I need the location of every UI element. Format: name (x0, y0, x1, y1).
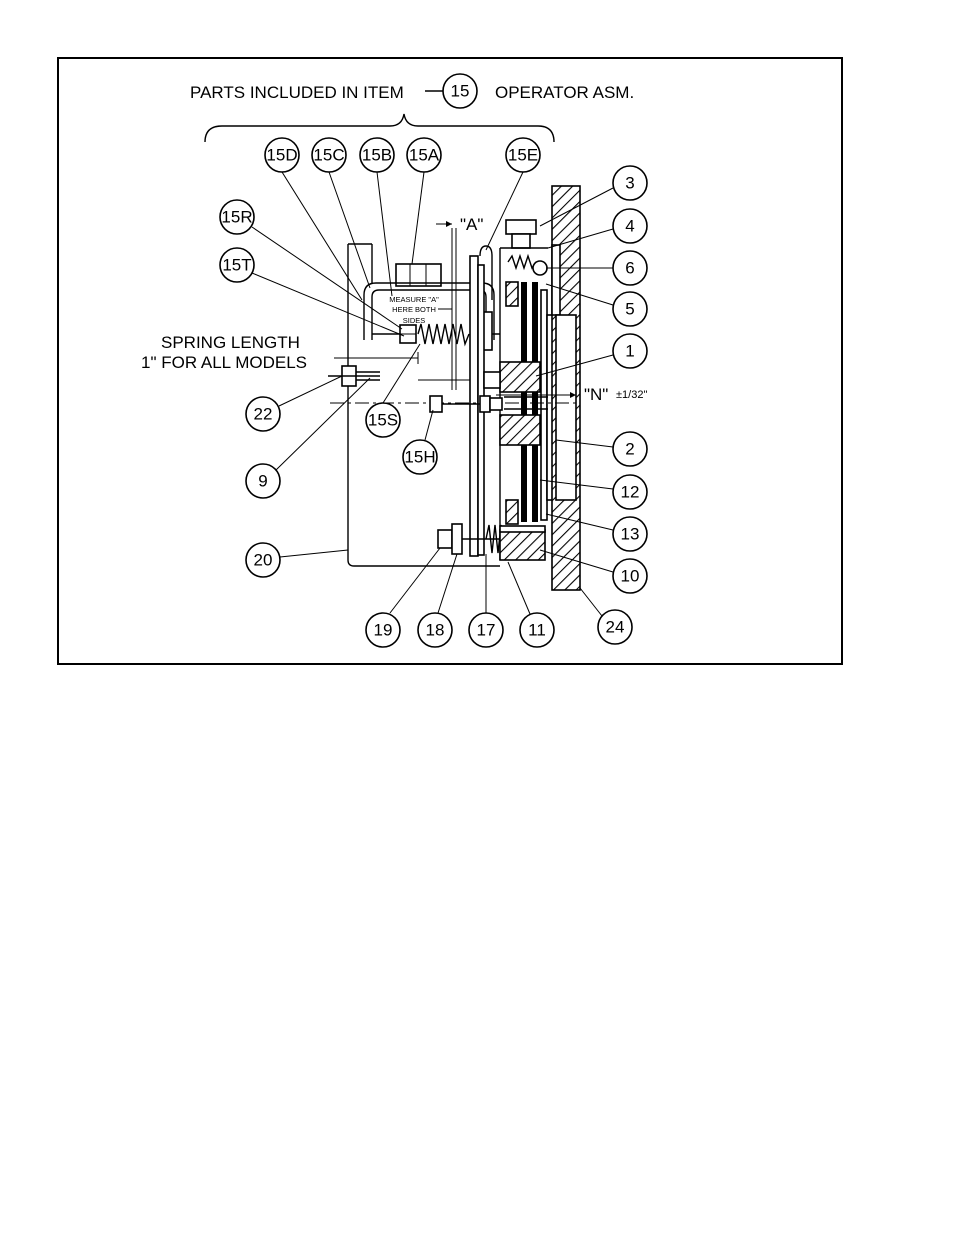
spring-note-line2: 1" FOR ALL MODELS (141, 353, 307, 372)
header-prefix: PARTS INCLUDED IN ITEM (190, 83, 404, 102)
callout-4: 4 (613, 209, 647, 243)
svg-text:15A: 15A (409, 146, 440, 165)
svg-text:24: 24 (606, 618, 625, 637)
callout-13: 13 (613, 517, 647, 551)
callout-15A: 15A (407, 138, 441, 172)
measure-note-line3: SIDES (403, 316, 426, 325)
svg-text:15T: 15T (222, 256, 251, 275)
measure-note-line1: MEASURE "A" (389, 295, 439, 304)
svg-text:12: 12 (621, 483, 640, 502)
callout-2: 2 (613, 432, 647, 466)
svg-text:15S: 15S (368, 411, 398, 430)
callout-header-15: 15 (443, 74, 477, 108)
svg-text:1: 1 (625, 342, 634, 361)
callout-6: 6 (613, 251, 647, 285)
callout-15B: 15B (360, 138, 394, 172)
svg-text:19: 19 (374, 621, 393, 640)
bottom-nut (438, 530, 452, 548)
svg-text:15: 15 (451, 82, 470, 101)
callout-17: 17 (469, 613, 503, 647)
callout-15T: 15T (220, 248, 254, 282)
svg-text:15H: 15H (404, 448, 435, 467)
spring-15S (418, 324, 469, 344)
dim-a-label: "A" (460, 215, 483, 234)
armature-plate (470, 256, 478, 556)
callout-12: 12 (613, 475, 647, 509)
spring-note-line1: SPRING LENGTH (161, 333, 300, 352)
svg-text:3: 3 (625, 174, 634, 193)
callout-1: 1 (613, 334, 647, 368)
top-bolt-head (506, 220, 536, 234)
svg-text:15E: 15E (508, 146, 538, 165)
svg-text:20: 20 (254, 551, 273, 570)
svg-text:9: 9 (258, 472, 267, 491)
svg-text:15B: 15B (362, 146, 392, 165)
callout-15D: 15D (265, 138, 299, 172)
svg-text:15C: 15C (313, 146, 344, 165)
header-suffix: OPERATOR ASM. (495, 83, 634, 102)
svg-text:4: 4 (625, 217, 634, 236)
svg-text:2: 2 (625, 440, 634, 459)
dim-n-label: "N" (584, 385, 608, 404)
callout-10: 10 (613, 559, 647, 593)
callout-15S: 15S (366, 403, 400, 437)
svg-text:17: 17 (477, 621, 496, 640)
svg-text:18: 18 (426, 621, 445, 640)
callout-15R: 15R (220, 200, 254, 234)
svg-text:22: 22 (254, 405, 273, 424)
dim-n-tolerance: ±1/32" (616, 389, 647, 401)
callout-20: 20 (246, 543, 280, 577)
callout-24: 24 (598, 610, 632, 644)
callout-22: 22 (246, 397, 280, 431)
svg-text:15R: 15R (221, 208, 252, 227)
callout-9: 9 (246, 464, 280, 498)
callout-15C: 15C (312, 138, 346, 172)
measure-note-line2: HERE BOTH (392, 305, 436, 314)
svg-text:6: 6 (625, 259, 634, 278)
svg-text:15D: 15D (266, 146, 297, 165)
callout-3: 3 (613, 166, 647, 200)
svg-text:10: 10 (621, 567, 640, 586)
callout-11: 11 (520, 613, 554, 647)
screw-15H (430, 396, 442, 412)
svg-text:5: 5 (625, 300, 634, 319)
hub-top (500, 362, 540, 392)
callout-19: 19 (366, 613, 400, 647)
callout-5: 5 (613, 292, 647, 326)
callout-15E: 15E (506, 138, 540, 172)
callout-18: 18 (418, 613, 452, 647)
svg-text:11: 11 (528, 621, 546, 640)
callout-15H: 15H (403, 440, 437, 474)
hub-bottom (500, 415, 540, 445)
svg-text:13: 13 (621, 525, 640, 544)
